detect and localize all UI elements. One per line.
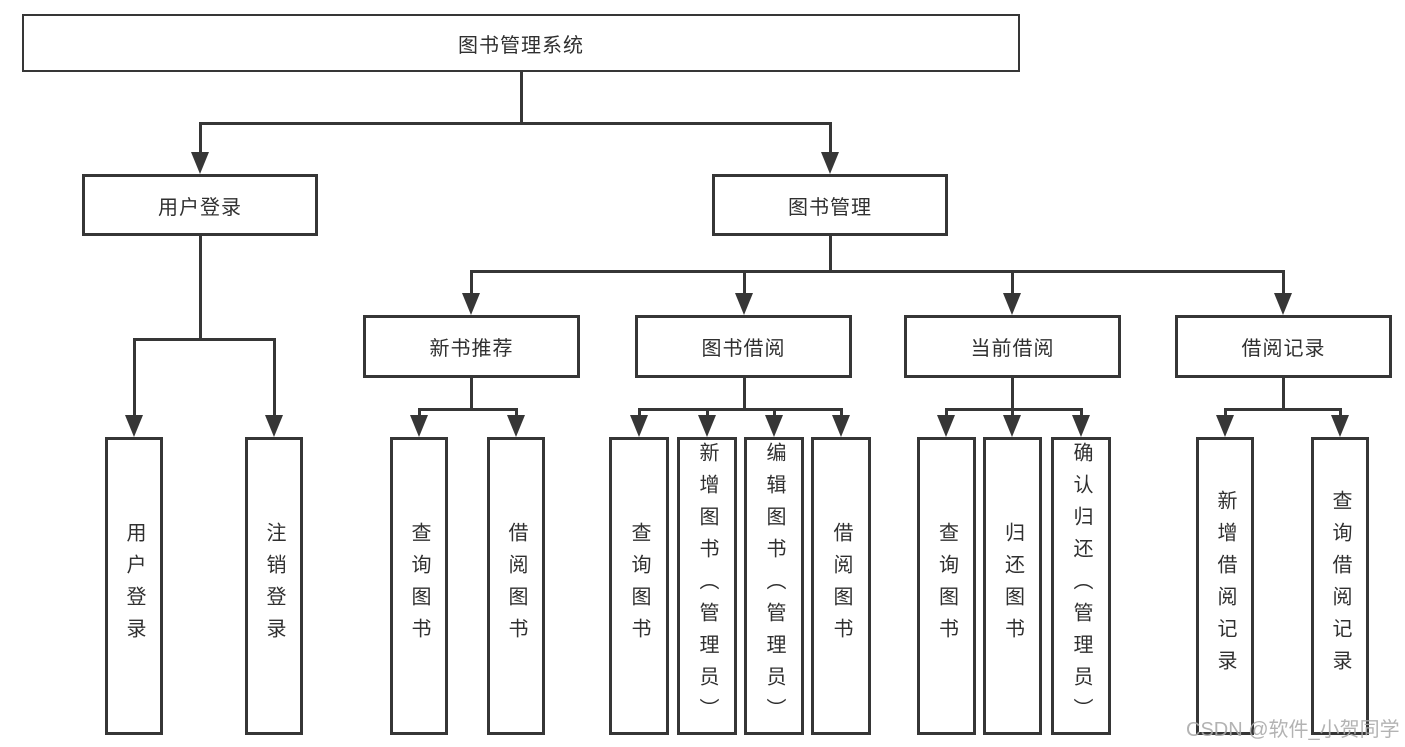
node-new-book-recommend: 新书推荐 <box>363 315 580 378</box>
watermark: CSDN @软件_小贺同学 <box>1186 719 1400 741</box>
connector-current-bus <box>944 408 1083 411</box>
arrowhead-down-icon <box>410 415 428 437</box>
arrowhead-down-icon <box>1072 415 1090 437</box>
connector-borrow-stub <box>742 378 746 408</box>
connector-to-leaf <box>772 408 776 415</box>
node-borrow-record: 借阅记录 <box>1175 315 1392 378</box>
connector-user-login-bus <box>132 338 276 341</box>
node-library-management-system: 图书管理系统 <box>22 14 1020 72</box>
connector-to-leaf <box>944 408 948 415</box>
node-book-management: 图书管理 <box>712 174 948 236</box>
arrowhead-down-icon <box>937 415 955 437</box>
leaf-query-borrow-record: 查询借阅记录 <box>1311 437 1369 735</box>
connector-to-borrow-record <box>1281 270 1285 293</box>
leaf-borrow-book: 借阅图书 <box>811 437 871 735</box>
connector-current-stub <box>1010 378 1014 408</box>
node-current-borrow: 当前借阅 <box>904 315 1121 378</box>
arrowhead-down-icon <box>265 415 283 437</box>
connector-root-stub <box>519 72 523 122</box>
connector-to-leaf <box>1338 408 1342 415</box>
connector-to-book-borrow <box>742 270 746 293</box>
connector-to-leaf <box>1079 408 1083 415</box>
arrowhead-down-icon <box>462 293 480 315</box>
connector-book-management-stub <box>828 236 832 270</box>
arrowhead-down-icon <box>630 415 648 437</box>
connector-user-login-stub <box>198 236 202 338</box>
connector-book-management-bus <box>469 270 1285 273</box>
leaf-query-book-recommend: 查询图书 <box>390 437 448 735</box>
connector-borrow-bus <box>637 408 843 411</box>
connector-to-leaf <box>417 408 421 415</box>
connector-to-leaf <box>705 408 709 415</box>
node-user-login: 用户登录 <box>82 174 318 236</box>
connector-to-leaf <box>1010 408 1014 415</box>
leaf-add-book-admin: 新增图书（管理员） <box>677 437 737 735</box>
connector-to-new-book-recommend <box>469 270 473 293</box>
arrowhead-down-icon <box>765 415 783 437</box>
arrowhead-down-icon <box>821 152 839 174</box>
leaf-query-book-current: 查询图书 <box>917 437 976 735</box>
connector-to-user-login <box>198 122 202 152</box>
connector-record-bus <box>1223 408 1342 411</box>
leaf-query-book-borrow: 查询图书 <box>609 437 669 735</box>
connector-recommend-bus <box>417 408 518 411</box>
arrowhead-down-icon <box>1331 415 1349 437</box>
leaf-return-book: 归还图书 <box>983 437 1042 735</box>
leaf-edit-book-admin: 编辑图书（管理员） <box>744 437 804 735</box>
leaf-user-login: 用户登录 <box>105 437 163 735</box>
leaf-add-borrow-record: 新增借阅记录 <box>1196 437 1254 735</box>
arrowhead-down-icon <box>191 152 209 174</box>
leaf-borrow-book-recommend: 借阅图书 <box>487 437 545 735</box>
connector-to-leaf <box>839 408 843 415</box>
connector-recommend-stub <box>469 378 473 408</box>
leaf-confirm-return-admin: 确认归还（管理员） <box>1051 437 1111 735</box>
arrowhead-down-icon <box>698 415 716 437</box>
arrowhead-down-icon <box>1216 415 1234 437</box>
arrowhead-down-icon <box>832 415 850 437</box>
connector-to-leaf-user-login <box>132 338 136 415</box>
arrowhead-down-icon <box>735 293 753 315</box>
connector-to-leaf-logout <box>272 338 276 415</box>
arrowhead-down-icon <box>1003 293 1021 315</box>
arrowhead-down-icon <box>1003 415 1021 437</box>
arrowhead-down-icon <box>125 415 143 437</box>
arrowhead-down-icon <box>1274 293 1292 315</box>
connector-to-current-borrow <box>1010 270 1014 293</box>
connector-to-book-management <box>828 122 832 152</box>
connector-record-stub <box>1281 378 1285 408</box>
arrowhead-down-icon <box>507 415 525 437</box>
connector-to-leaf <box>1223 408 1227 415</box>
connector-root-bus <box>198 122 832 125</box>
connector-to-leaf <box>637 408 641 415</box>
leaf-logout: 注销登录 <box>245 437 303 735</box>
connector-to-leaf <box>514 408 518 415</box>
node-book-borrow: 图书借阅 <box>635 315 852 378</box>
